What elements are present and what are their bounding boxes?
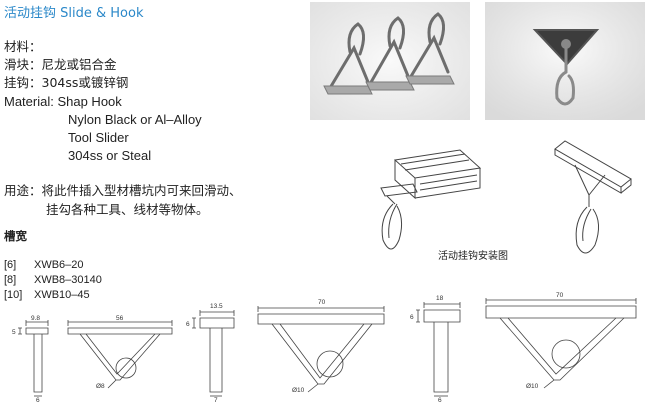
slot-size-6: [6] xyxy=(4,259,17,271)
material-label-cn: 材料： xyxy=(4,39,42,54)
product-photo-single-hook xyxy=(485,2,645,120)
material-slider-en: Tool Slider xyxy=(68,130,129,145)
drawing-side-view-8 xyxy=(192,310,235,397)
model-code-8: XWB8–30140 xyxy=(34,274,102,286)
drawing-front-view-8 xyxy=(257,306,385,393)
dim-d2-len: 56 xyxy=(116,315,124,322)
dim-d4-circle: Ø10 xyxy=(292,387,305,394)
drawing-front-view-6 xyxy=(67,320,173,389)
dim-d5-base: 6 xyxy=(438,397,442,402)
usage-line-1: 用途：将此件插入型材槽坑内可来回滑动、 xyxy=(4,183,242,198)
material-nylon-en: Nylon Black or Al–Alloy xyxy=(68,112,202,127)
hook-material-cn: 挂钩：304ss或镀锌钢 xyxy=(4,75,129,90)
slot-width-heading: 槽宽 xyxy=(4,231,27,243)
drawing-front-view-10 xyxy=(485,298,637,389)
dim-d1-base: 6 xyxy=(36,397,40,402)
model-code-6: XWB6–20 xyxy=(34,259,84,271)
dim-d1-side: 5 xyxy=(12,329,16,336)
dim-d3-top: 13.5 xyxy=(210,303,223,310)
drawing-side-view-6 xyxy=(18,320,49,397)
material-steel-en: 304ss or Steal xyxy=(68,148,152,163)
slider-material-cn: 滑块：尼龙或铝合金 xyxy=(4,57,117,72)
product-photo-three-hooks xyxy=(310,2,470,120)
usage-line-2: 挂勾各种工具、线材等物体。 xyxy=(46,202,209,217)
dim-d3-side: 6 xyxy=(186,321,190,328)
dim-d6-len: 70 xyxy=(556,292,564,299)
material-label-en: Material: Shap Hook xyxy=(4,94,122,109)
dim-d6-circle: Ø10 xyxy=(526,383,539,390)
dim-d5-top: 18 xyxy=(436,295,444,302)
installation-caption: 活动挂钩安装图 xyxy=(438,251,508,262)
model-code-10: XWB10–45 xyxy=(34,289,90,301)
dim-d3-base: 7 xyxy=(214,397,218,402)
installation-diagram-slider xyxy=(554,140,632,254)
slot-size-10: [10] xyxy=(4,289,23,301)
technical-drawings: 9.8 5 6 56 Ø8 13.5 6 7 70 Ø10 18 6 6 70 … xyxy=(12,292,637,402)
dim-d4-len: 70 xyxy=(318,299,326,306)
page-title: 活动挂钩 Slide & Hook xyxy=(4,6,144,21)
dim-d1-top: 9.8 xyxy=(31,315,40,322)
slot-size-8: [8] xyxy=(4,274,17,286)
dim-d5-side: 6 xyxy=(410,314,414,321)
dim-d2-circle: Ø8 xyxy=(96,383,105,390)
installation-diagram-profile xyxy=(380,149,482,250)
drawing-side-view-10 xyxy=(416,302,461,397)
